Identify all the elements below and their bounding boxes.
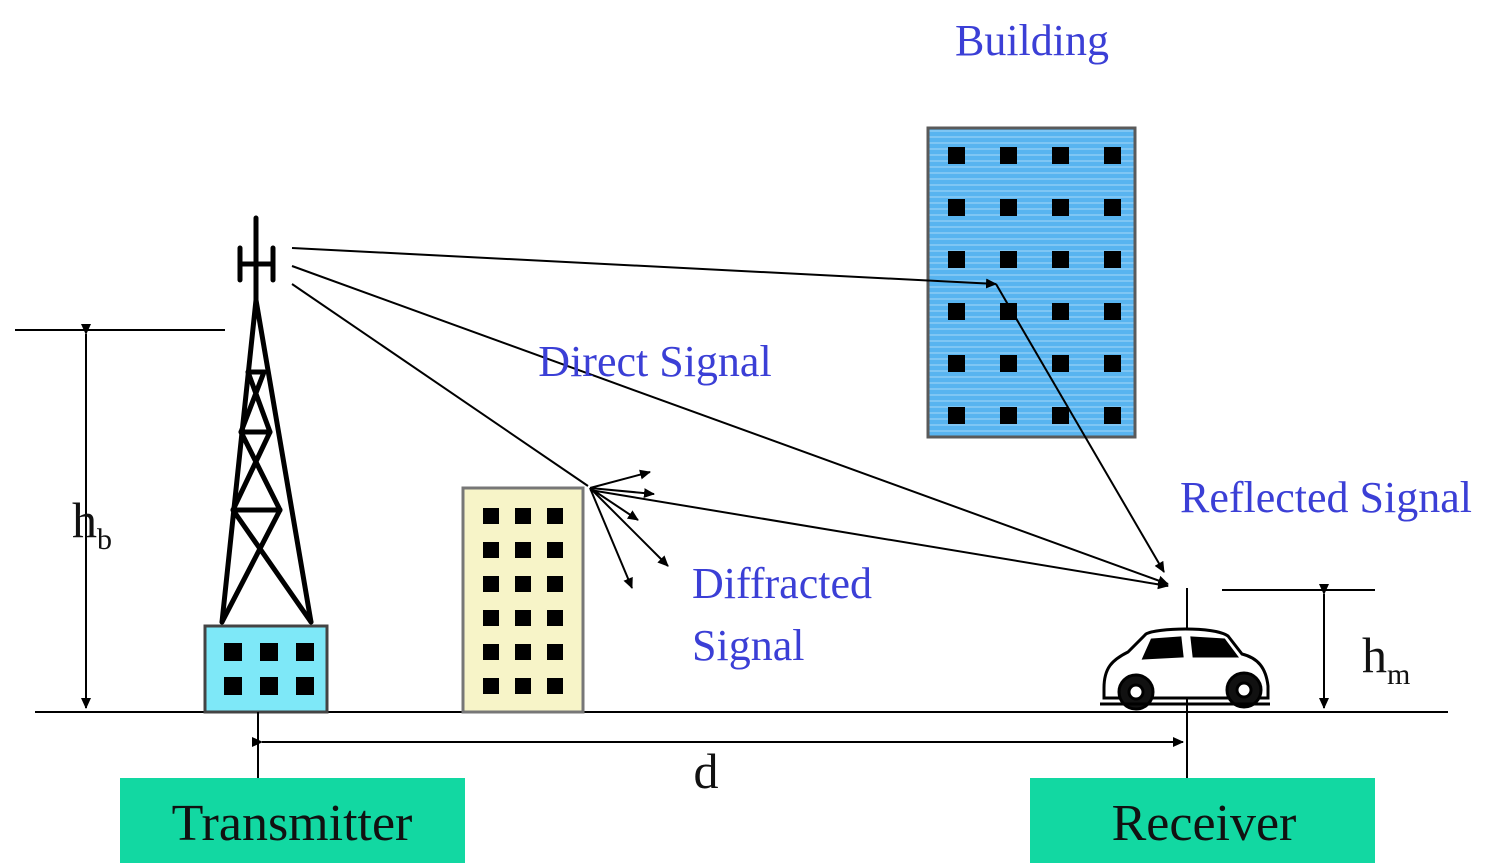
tall-building-window: [948, 251, 965, 268]
building-label: Building: [955, 16, 1109, 65]
small-building-window: [515, 542, 531, 558]
hm-sub: m: [1387, 658, 1410, 691]
hb-sub: b: [97, 523, 112, 556]
transmitter-building-window: [224, 643, 242, 661]
tall-building-window: [1052, 147, 1069, 164]
transmitter-building-window: [296, 643, 314, 661]
transmitter-label: Transmitter: [172, 795, 413, 852]
small-building-window: [515, 576, 531, 592]
tall-building-window: [1104, 407, 1121, 424]
small-building: [461, 486, 585, 714]
transmitter-building: [203, 624, 329, 714]
tall-building: [926, 126, 1137, 439]
small-building-window: [547, 508, 563, 524]
reflected-signal-label: Reflected Signal: [1180, 473, 1472, 522]
tall-building-window: [1000, 199, 1017, 216]
small-building-window: [515, 644, 531, 660]
antenna-tower-icon: [219, 215, 314, 625]
tall-building-window: [1104, 199, 1121, 216]
tall-building-window: [1052, 407, 1069, 424]
small-building-window: [515, 678, 531, 694]
small-building-window: [515, 610, 531, 626]
tall-building-window: [948, 147, 965, 164]
hb-label: hb: [72, 492, 112, 556]
tall-building-window: [1052, 303, 1069, 320]
receiver-label: Receiver: [1112, 795, 1297, 852]
tall-building-window: [1052, 355, 1069, 372]
tall-building-window: [1000, 355, 1017, 372]
transmitter-building-window: [260, 677, 278, 695]
small-building-window: [483, 610, 499, 626]
reflected-path: [995, 283, 1165, 573]
hm-main: h: [1362, 627, 1387, 683]
diffracted-path: [589, 489, 1169, 590]
tall-building-window: [948, 407, 965, 424]
distance-dimension: [252, 712, 1188, 778]
small-building-window: [483, 678, 499, 694]
small-building-window: [547, 644, 563, 660]
tall-building-window: [1104, 147, 1121, 164]
small-building-window: [547, 678, 563, 694]
hm-dimension: [1222, 584, 1375, 709]
diffracted-signal-label: Signal: [692, 621, 804, 670]
small-building-window: [483, 576, 499, 592]
tall-building-window: [1000, 147, 1017, 164]
direct-path: [291, 265, 1169, 586]
small-building-window: [483, 644, 499, 660]
tall-building-window: [1104, 355, 1121, 372]
car-icon: [1100, 627, 1270, 711]
receiver-box: [1030, 778, 1375, 863]
hb-main: h: [72, 492, 97, 548]
direct-signal-label: Direct Signal: [538, 337, 771, 386]
signal-to-building: [291, 247, 997, 289]
tall-building-window: [1104, 303, 1121, 320]
diffraction-scatter: [589, 469, 669, 589]
path-to-edge: [291, 283, 589, 487]
tall-building-window: [1052, 251, 1069, 268]
small-building-window: [547, 542, 563, 558]
transmitter-building-window: [260, 643, 278, 661]
tall-building-window: [948, 199, 965, 216]
tall-building-window: [1104, 251, 1121, 268]
small-building-window: [515, 508, 531, 524]
tall-building-window: [1052, 199, 1069, 216]
tall-building-window: [948, 303, 965, 320]
tall-building-window: [1000, 303, 1017, 320]
small-building-window: [483, 542, 499, 558]
transmitter-box: [120, 778, 465, 863]
hm-label: hm: [1362, 627, 1410, 691]
transmitter-building-window: [296, 677, 314, 695]
tall-building-window: [1000, 251, 1017, 268]
small-building-window: [483, 508, 499, 524]
transmitter-building-window: [224, 677, 242, 695]
diffracted-label: Diffracted: [692, 559, 872, 608]
tall-building-window: [1000, 407, 1017, 424]
small-building-window: [547, 610, 563, 626]
tall-building-window: [948, 355, 965, 372]
hb-dimension: [15, 324, 225, 709]
small-building-window: [547, 576, 563, 592]
distance-label: d: [694, 743, 719, 799]
